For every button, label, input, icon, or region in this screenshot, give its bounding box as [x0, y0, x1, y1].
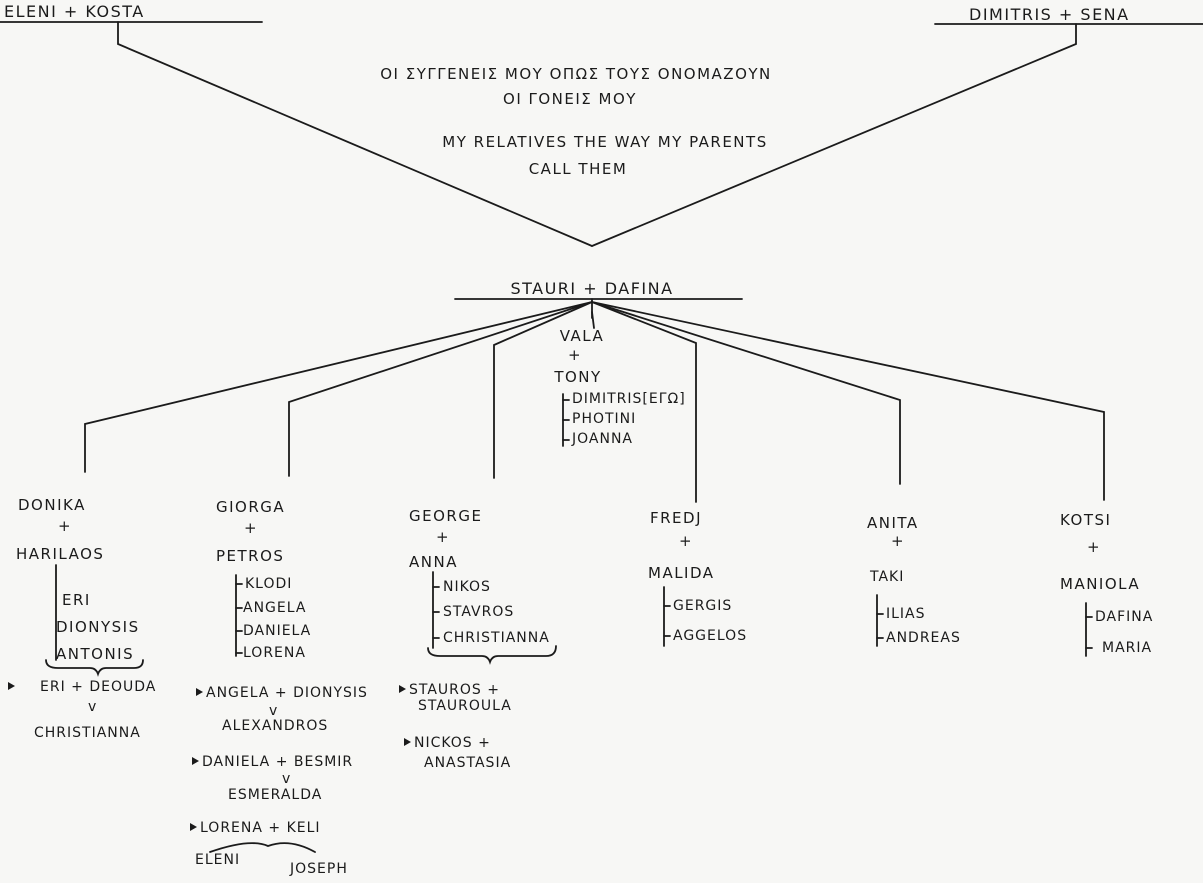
fredj-child: AGGELOS	[673, 628, 748, 644]
donika-sub-v: v	[88, 699, 98, 715]
fredj-partner1: FREDJ	[650, 509, 703, 527]
anita-child: ANDREAS	[886, 630, 961, 646]
branch-giorga	[288, 301, 593, 477]
center-child: JOANNA	[572, 431, 634, 447]
giorga-child: ANGELA	[243, 600, 307, 616]
george-children-brace	[427, 645, 557, 665]
center-partner2: TONY	[554, 368, 602, 386]
george-child: NIKOS	[443, 579, 491, 595]
giorga-child: KLODI	[245, 576, 293, 592]
donika-partner2: HARILAOS	[16, 545, 105, 563]
kotsi-partner2: MANIOLA	[1060, 575, 1141, 593]
branch-donika	[84, 301, 593, 473]
george-sub-couple: STAUROS +	[399, 683, 500, 697]
giorga-sub-child: ALEXANDROS	[222, 718, 329, 734]
parents-label: STAURI + DAFINA	[510, 279, 674, 298]
center-plus: +	[567, 346, 583, 364]
kotsi-plus: +	[1087, 538, 1102, 556]
triangle-marker-icon	[196, 688, 203, 696]
donika-children-brace	[45, 659, 144, 677]
donika-child: DIONYSIS	[56, 618, 140, 636]
donika-child: ANTONIS	[56, 645, 135, 663]
donika-sub-couple: ERI + DEOUDA	[8, 680, 156, 694]
giorga-child: DANIELA	[243, 623, 312, 639]
george-plus: +	[436, 528, 451, 546]
fredj-child: GERGIS	[673, 598, 733, 614]
george-partner2: ANNA	[409, 553, 458, 571]
giorga-sub-couple: DANIELA + BESMIR	[192, 755, 353, 769]
kotsi-child: DAFINA	[1095, 609, 1154, 625]
branch-george	[493, 301, 593, 479]
center-partner1: VALA	[559, 327, 605, 345]
george-child: CHRISTIANNA	[443, 630, 550, 646]
grandparents-right-label: DIMITRIS + SENA	[969, 5, 1130, 24]
george-child: STAVROS	[443, 604, 515, 620]
donika-partner1: DONIKA	[18, 496, 86, 514]
title-english-line1: MY RELATIVES THE WAY MY PARENTS	[442, 133, 768, 151]
george-partner1: GEORGE	[409, 507, 483, 525]
giorga-sub-child: ESMERALDA	[228, 787, 323, 803]
fredj-partner2: MALIDA	[648, 564, 715, 582]
grandparents-left-label: ELENI + KOSTA	[4, 2, 145, 21]
giorga-sub-couple: LORENA + KELI	[190, 821, 321, 835]
giorga-partner1: GIORGA	[216, 498, 286, 516]
anita-child: ILIAS	[886, 606, 926, 622]
george-sub-couple: NICKOS +	[404, 736, 491, 750]
donika-child: ERI	[62, 591, 91, 609]
triangle-marker-icon	[190, 823, 197, 831]
giorga-sub-child: ELENI	[195, 852, 241, 868]
title-greek-line2: ΟΙ ΓΟΝΕΙΣ ΜΟΥ	[503, 90, 637, 108]
donika-sub-child: CHRISTIANNA	[34, 725, 141, 741]
lorena-keli-split	[209, 842, 316, 853]
triangle-marker-icon	[8, 682, 15, 690]
center-family-stem	[591, 311, 595, 329]
giorga-sub-child: JOSEPH	[290, 861, 348, 877]
triangle-marker-icon	[399, 685, 406, 693]
anita-partner1: ANITA	[867, 514, 919, 532]
title-english-line2: CALL THEM	[528, 160, 628, 178]
branch-anita	[591, 301, 901, 485]
center-child: DIMITRIS[ΕΓΩ]	[572, 391, 686, 407]
branch-fredj	[591, 301, 697, 503]
center-child: PHOTINI	[572, 411, 637, 427]
fredj-plus: +	[679, 532, 694, 550]
giorga-sub-v: v	[282, 771, 292, 787]
kotsi-partner1: KOTSI	[1060, 511, 1112, 529]
george-sub-couple-line2: ANASTASIA	[424, 755, 512, 771]
kotsi-child: MARIA	[1102, 640, 1153, 656]
donika-plus: +	[58, 517, 73, 535]
grandparents-right-descent	[591, 23, 1077, 247]
anita-plus: +	[891, 532, 906, 550]
george-sub-couple-line2: STAUROULA	[418, 698, 512, 714]
title-greek-line1: ΟΙ ΣΥΓΓΕΝΕΙΣ ΜΟΥ ΟΠΩΣ ΤΟΥΣ ΟΝΟΜΑΖΟΥΝ	[380, 65, 772, 83]
anita-partner2: TAKI	[870, 569, 905, 585]
branch-kotsi	[591, 301, 1105, 501]
giorga-sub-couple: ANGELA + DIONYSIS	[196, 686, 368, 700]
triangle-marker-icon	[404, 738, 411, 746]
giorga-plus: +	[244, 519, 259, 537]
triangle-marker-icon	[192, 757, 199, 765]
giorga-child: LORENA	[243, 645, 306, 661]
giorga-partner2: PETROS	[216, 547, 285, 565]
giorga-sub-v: v	[269, 703, 279, 719]
grandparents-left-descent	[117, 21, 593, 247]
